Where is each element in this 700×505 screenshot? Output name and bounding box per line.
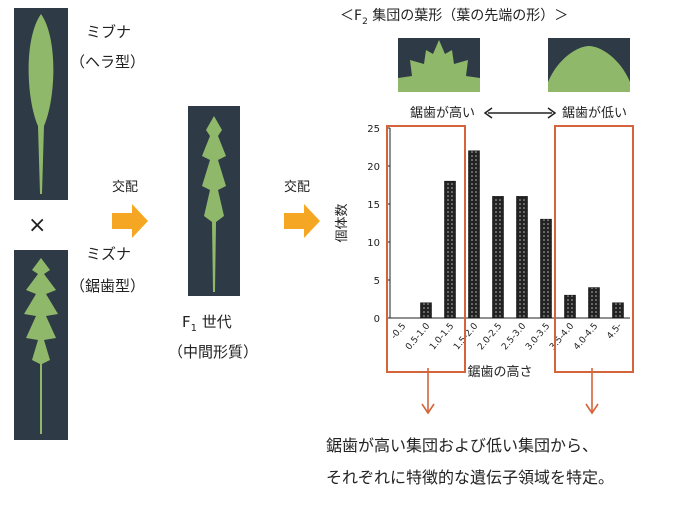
- mizuna-leaf-photo: [14, 250, 68, 440]
- cross-symbol: ×: [28, 213, 47, 238]
- f1-label: F1 世代: [182, 312, 232, 339]
- mibuna-name: ミブナ: [86, 23, 132, 41]
- cross-label-1: 交配: [112, 180, 139, 195]
- f1-leaf-icon: [202, 116, 226, 292]
- low-serration-tip-photo: [548, 38, 630, 92]
- right-arrow-icon: [284, 204, 320, 238]
- x-axis-label: 鋸歯の高さ: [467, 364, 532, 380]
- conclusion-line-2: それぞれに特徴的な遺伝子領域を特定。: [326, 468, 615, 487]
- f2-header-prefix: ＜F: [340, 8, 363, 24]
- mizuna-type: （鋸歯型）: [70, 277, 146, 295]
- y-tick-label: 15: [367, 200, 380, 211]
- x-tick-label: 2.5-3.0: [500, 321, 528, 352]
- x-tick-label: 2.0-2.5: [476, 322, 504, 353]
- y-tick-label: 10: [367, 238, 380, 249]
- histogram-bar: [612, 302, 624, 319]
- x-tick-label: -0.5: [389, 322, 408, 342]
- right-arrow-icon: [112, 204, 148, 238]
- y-tick-label: 20: [367, 162, 380, 173]
- x-tick-label: 0.5-1.0: [404, 321, 432, 352]
- cross-label-2: 交配: [284, 180, 311, 195]
- high-serration-tip-photo: [398, 38, 480, 92]
- mibuna-leaf-icon: [28, 14, 54, 194]
- x-tick-label: 4.0-4.5: [572, 322, 600, 353]
- histogram-bar: [492, 196, 504, 319]
- mibuna-leaf-photo: [14, 8, 68, 200]
- histogram-bar: [468, 150, 480, 319]
- f1-label-main: F: [182, 313, 191, 331]
- smooth-tip-icon: [548, 46, 630, 92]
- y-axis-label: 個体数: [335, 203, 350, 242]
- histogram-bar: [564, 294, 576, 319]
- mibuna-type: （ヘラ型）: [70, 53, 146, 71]
- down-arrow-left-icon: [421, 368, 435, 415]
- y-tick-label: 5: [374, 276, 380, 287]
- serration-histogram: 0510152025個体数-0.50.5-1.01.0-1.51.5-2.02.…: [335, 124, 634, 380]
- serrated-tip-icon: [398, 40, 480, 92]
- low-serration-group-box: [554, 125, 634, 373]
- high-serration-group-box: [386, 125, 466, 373]
- f1-label-rest: 世代: [197, 313, 232, 331]
- f2-header-rest: 集団の葉形（葉の先端の形）＞: [367, 8, 569, 24]
- x-tick-label: 1.5-2.0: [452, 321, 480, 352]
- histogram-bar: [540, 218, 552, 319]
- high-serration-label: 鋸歯が高い: [410, 106, 476, 121]
- f1-trait: （中間形質）: [168, 343, 259, 361]
- f1-leaf-photo: [188, 106, 240, 296]
- y-tick-label: 0: [374, 314, 380, 325]
- f2-header-sub: 2: [362, 16, 368, 27]
- mizuna-name: ミズナ: [86, 245, 132, 263]
- histogram-bar: [516, 196, 528, 319]
- f2-header: ＜F2 集団の葉形（葉の先端の形）＞: [340, 6, 568, 32]
- mizuna-leaf-icon: [24, 258, 58, 434]
- y-tick-label: 25: [367, 124, 380, 135]
- histogram-bar: [420, 302, 432, 319]
- conclusion-line-1: 鋸歯が高い集団および低い集団から、: [326, 436, 599, 455]
- x-tick-label: 3.0-3.5: [524, 322, 552, 353]
- double-arrow-icon: [483, 107, 557, 119]
- x-tick-label: 3.5-4.0: [548, 321, 576, 352]
- down-arrow-right-icon: [585, 368, 599, 415]
- x-tick-label: 1.0-1.5: [428, 322, 456, 353]
- f1-label-sub: 1: [190, 323, 198, 334]
- histogram-bar: [444, 180, 456, 319]
- x-tick-label: 4.5-: [605, 322, 624, 342]
- low-serration-label: 鋸歯が低い: [562, 106, 628, 121]
- histogram-bar: [588, 287, 600, 319]
